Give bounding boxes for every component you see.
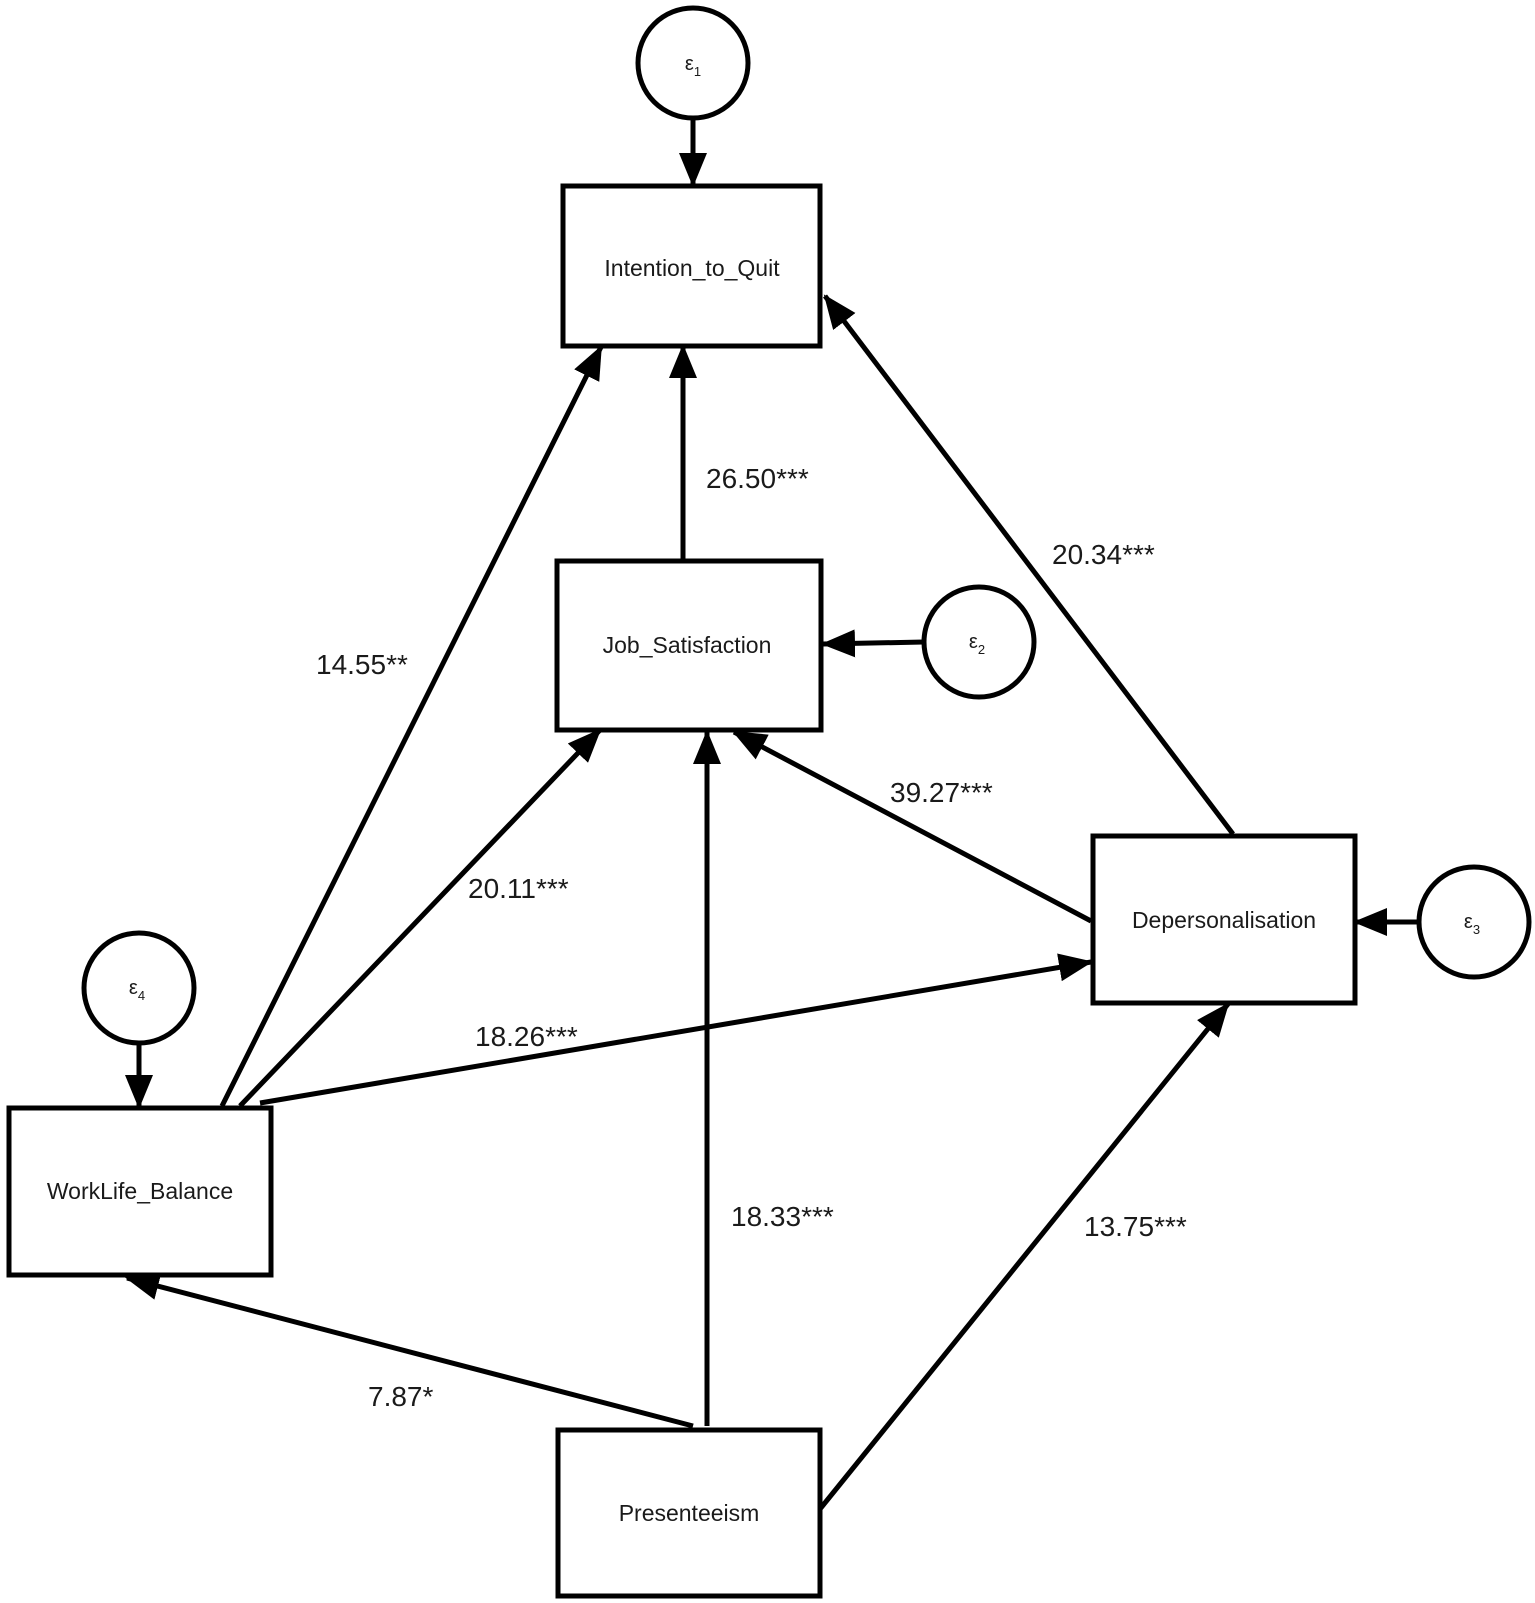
error-e2-subscript: 2 [978, 642, 985, 657]
error-e3-symbol: ε [1464, 911, 1473, 933]
coef-worklife-to-job: 20.11*** [468, 873, 569, 904]
error-e2-symbol: ε [969, 631, 978, 653]
node-worklife-balance: WorkLife_Balance [6, 1105, 274, 1278]
error-e3: ε3 [1416, 864, 1532, 980]
node-intention-to-quit-label: Intention_to_Quit [604, 255, 780, 281]
svg-text:ε4: ε4 [129, 977, 145, 1003]
node-job-satisfaction-label: Job_Satisfaction [603, 632, 772, 658]
coef-present-to-job: 18.33*** [731, 1201, 834, 1232]
coef-depers-to-intention: 20.34*** [1052, 539, 1155, 570]
error-e4-subscript: 4 [138, 988, 145, 1003]
coef-present-to-worklife: 7.87* [368, 1381, 433, 1412]
node-intention-to-quit: Intention_to_Quit [560, 183, 823, 349]
edge-worklife-to-depers [259, 953, 1093, 1106]
coef-depers-to-job: 39.27*** [890, 777, 993, 808]
node-worklife-balance-label: WorkLife_Balance [47, 1178, 233, 1204]
coef-worklife-to-intention: 14.55** [316, 649, 408, 680]
error-e1-symbol: ε [685, 53, 694, 75]
node-presenteeism: Presenteeism [555, 1427, 823, 1599]
error-e2: ε2 [921, 584, 1037, 700]
edge-depers-to-intention [823, 294, 1235, 836]
error-e3-subscript: 3 [1473, 922, 1480, 937]
edge-worklife-to-job [238, 728, 602, 1108]
error-e4: ε4 [81, 930, 197, 1046]
svg-text:ε1: ε1 [685, 53, 701, 79]
node-presenteeism-label: Presenteeism [619, 1500, 760, 1526]
edge-present-to-depers [818, 1002, 1230, 1511]
edge-e2-to-job [821, 629, 925, 658]
svg-text:ε3: ε3 [1464, 911, 1480, 937]
coef-worklife-to-depers: 18.26*** [475, 1021, 578, 1052]
svg-text:ε2: ε2 [969, 631, 985, 657]
edge-present-to-worklife [125, 1272, 694, 1429]
edge-worklife-to-intention [219, 345, 604, 1108]
node-depersonalisation: Depersonalisation [1090, 833, 1358, 1006]
node-depersonalisation-label: Depersonalisation [1132, 907, 1316, 933]
error-e1-subscript: 1 [694, 64, 701, 79]
error-e1: ε1 [635, 5, 751, 121]
coef-present-to-depers: 13.75*** [1084, 1211, 1187, 1242]
node-job-satisfaction: Job_Satisfaction [554, 558, 824, 733]
edge-depers-to-job [732, 729, 1093, 924]
coef-job-to-intention: 26.50*** [706, 463, 809, 494]
error-e4-symbol: ε [129, 977, 138, 999]
